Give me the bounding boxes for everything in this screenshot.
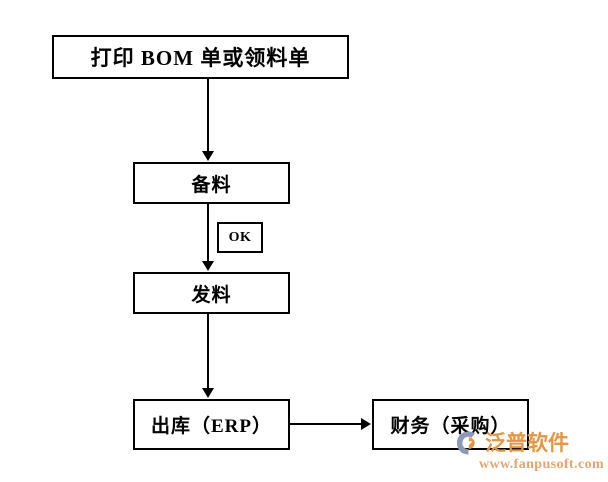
arrowhead-down-icon [202,151,214,161]
node-finance-label: 财务（采购） [390,416,511,437]
node-print-bom: 打印 BOM 单或领料单 [52,35,349,79]
node-prepare-label: 备料 [191,174,232,196]
watermark: 泛普软件 www.fanpusoft.com [455,429,605,477]
node-outbound: 出库（ERP） [133,399,290,450]
node-print-bom-label: 打印 BOM 单或领料单 [90,46,311,70]
edge-label-ok-text: OK [228,229,252,245]
node-issue-label: 发料 [191,284,232,306]
node-prepare: 备料 [133,162,290,204]
connector-prepare-to-issue [207,204,209,262]
connector-issue-to-outbound [207,314,209,389]
edge-label-ok: OK [217,222,263,253]
watermark-brand-row: 泛普软件 [455,429,569,457]
arrowhead-right-icon [361,418,371,430]
connector-outbound-to-finance [290,423,362,425]
node-outbound-label: 出库（ERP） [150,416,272,437]
watermark-brand-text: 泛普软件 [485,431,569,455]
fanpu-logo-icon [455,430,483,456]
arrowhead-down-icon [202,388,214,398]
connector-print-bom-to-prepare [207,79,209,152]
watermark-url: www.fanpusoft.com [479,457,605,472]
arrowhead-down-icon [202,261,214,271]
node-finance: 财务（采购） [372,399,529,450]
node-issue: 发料 [133,272,290,314]
